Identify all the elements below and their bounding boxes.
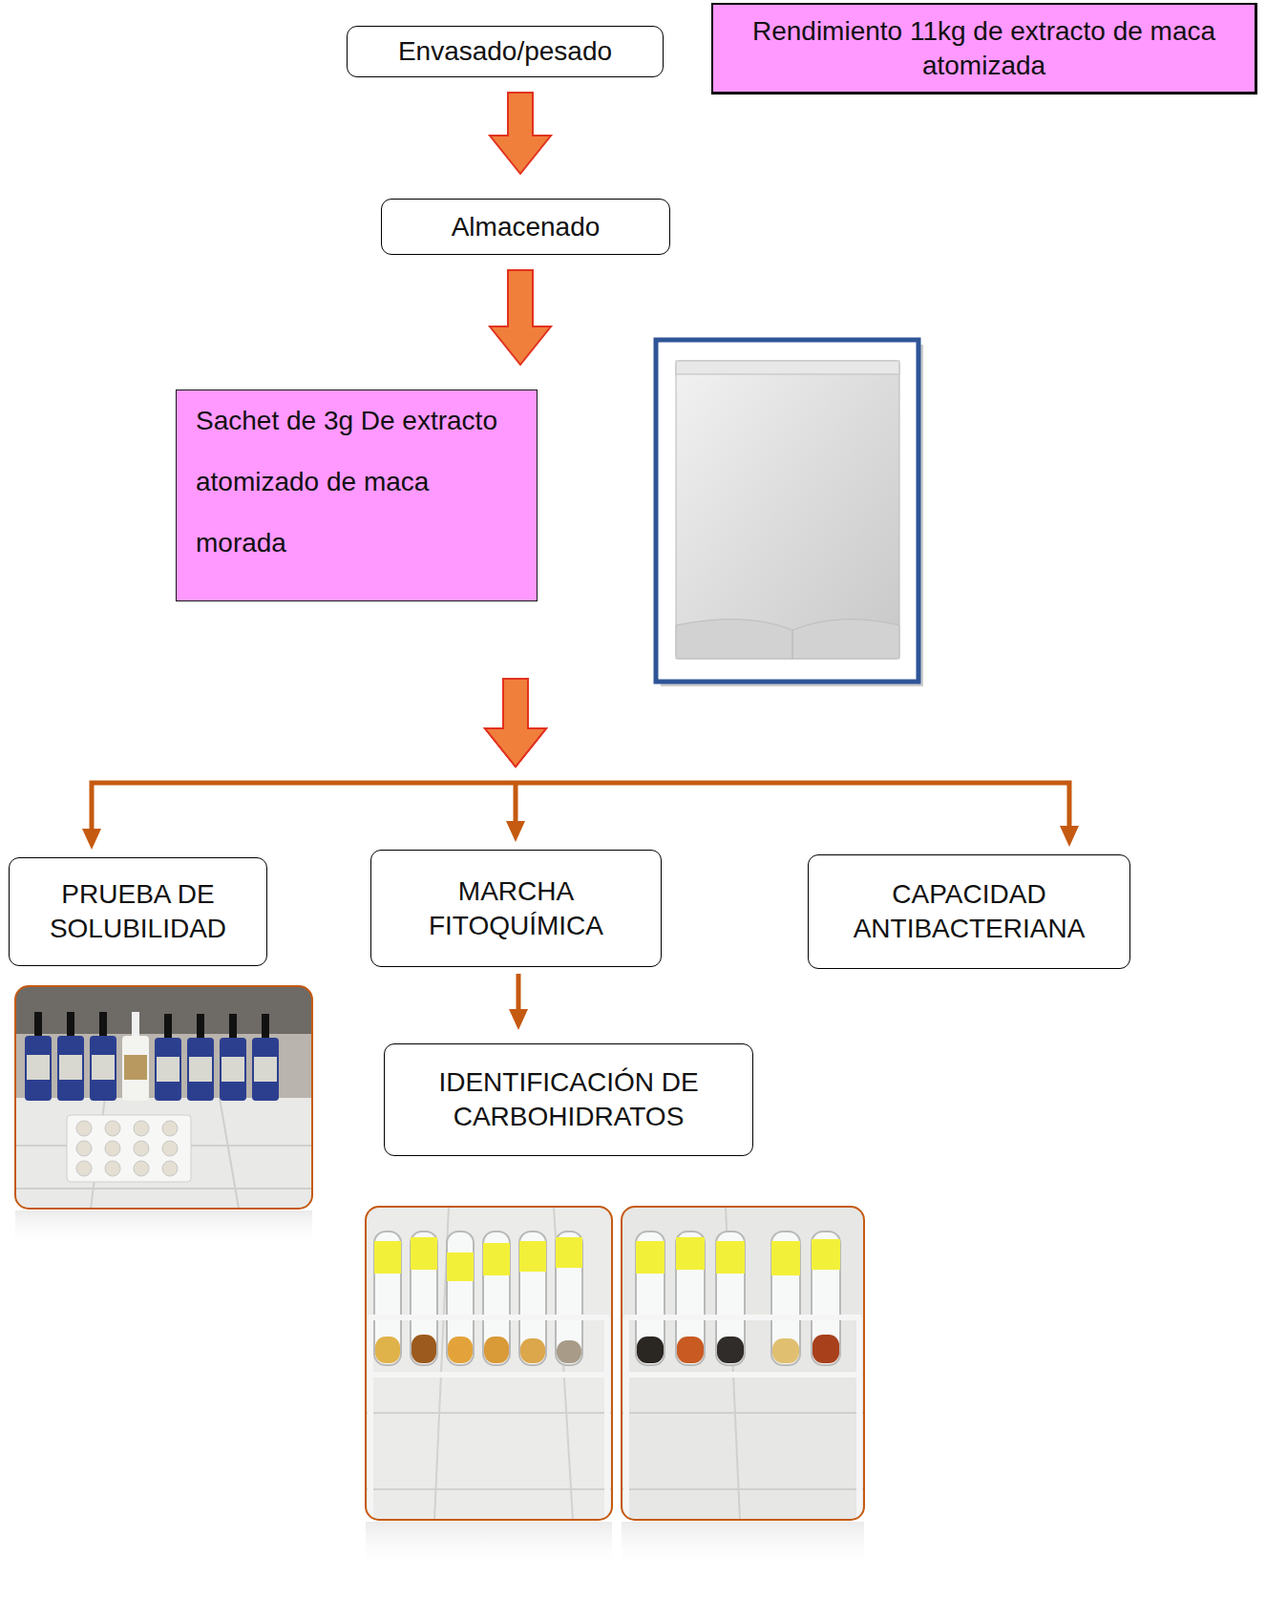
test-box: IDENTIFICACIÓN DE CARBOHIDRATOS — [383, 1043, 754, 1157]
test-box: MARCHA FITOQUÍMICA — [370, 849, 662, 968]
arrow-head — [506, 821, 526, 843]
box-label: IDENTIFICACIÓN DE CARBOHIDRATOS — [396, 1065, 741, 1135]
box-label: Sachet de 3g De extracto atomizado de ma… — [195, 390, 518, 574]
tubes-photo — [365, 1206, 612, 1570]
arrow-head — [508, 1009, 528, 1031]
branch-line — [515, 782, 1070, 828]
connector — [82, 678, 547, 850]
block-arrow — [485, 678, 547, 767]
block-arrow — [489, 270, 551, 365]
connector — [489, 92, 551, 174]
test-box: PRUEBA DE SOLUBILIDAD — [8, 857, 268, 967]
branch-line — [513, 782, 519, 823]
sachet-picture — [655, 339, 924, 687]
process-box: Almacenado — [380, 198, 671, 255]
block-arrow — [485, 678, 547, 767]
box-label: Almacenado — [451, 210, 601, 245]
tubes-photo — [621, 1206, 865, 1570]
arrow-head — [1059, 825, 1079, 847]
connector — [489, 270, 551, 365]
box-label: MARCHA FITOQUÍMICA — [382, 874, 650, 944]
connector — [485, 678, 1079, 847]
product-box: Sachet de 3g De extracto atomizado de ma… — [175, 389, 538, 602]
process-box: Envasado/pesado — [346, 25, 664, 78]
connector — [508, 973, 528, 1031]
arrow-head — [82, 828, 102, 850]
note-box: Rendimiento 11kg de extracto de maca ato… — [711, 2, 1258, 95]
branch-line — [91, 782, 516, 831]
arrow-line — [516, 973, 522, 1012]
connector — [485, 678, 547, 843]
test-box: CAPACIDAD ANTIBACTERIANA — [807, 854, 1131, 970]
box-label: Rendimiento 11kg de extracto de maca ato… — [724, 14, 1244, 84]
box-label: PRUEBA DE SOLUBILIDAD — [21, 877, 255, 947]
box-label: Envasado/pesado — [398, 34, 612, 69]
solubility-photo — [15, 986, 313, 1249]
block-arrow — [485, 678, 547, 767]
box-label: CAPACIDAD ANTIBACTERIANA — [820, 877, 1119, 947]
block-arrow — [489, 92, 551, 174]
